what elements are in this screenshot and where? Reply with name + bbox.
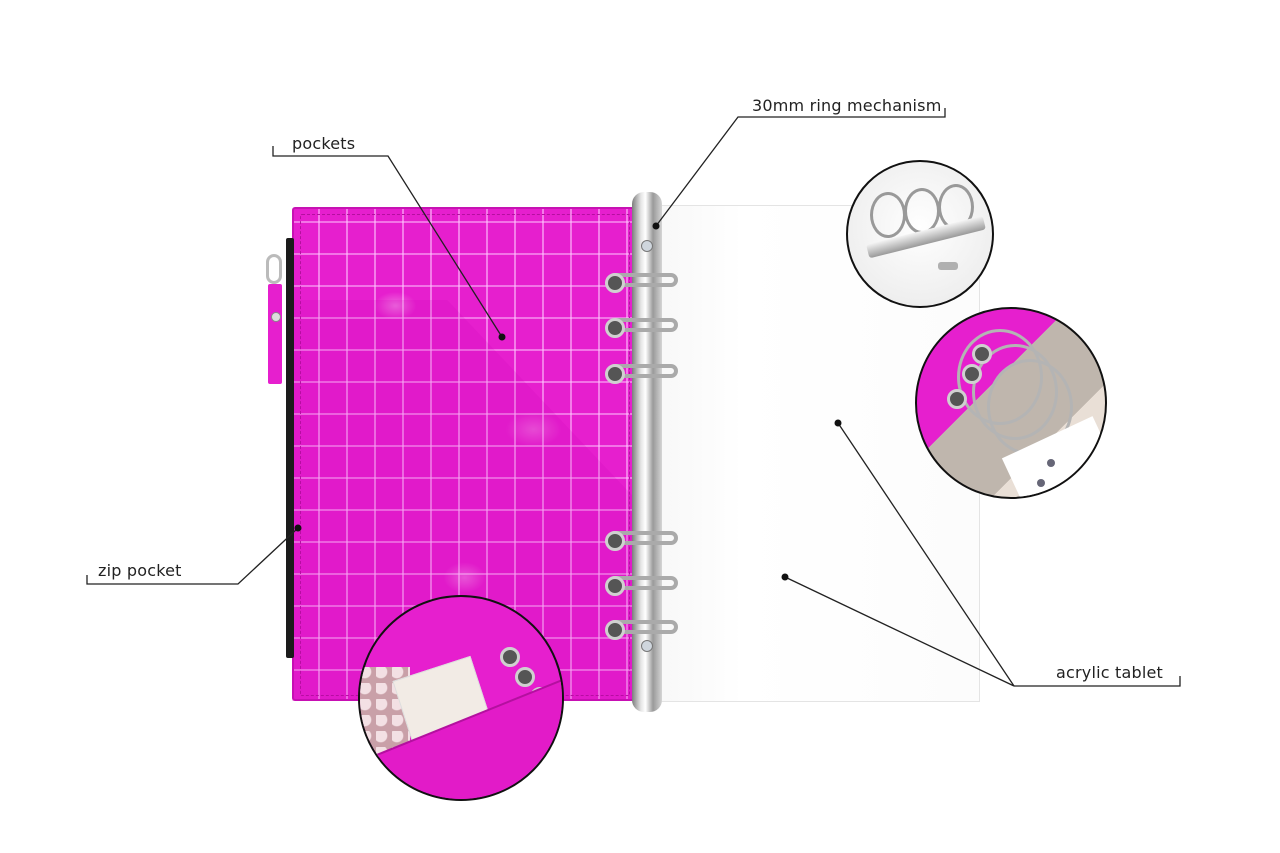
ring-mechanism-label: 30mm ring mechanism <box>752 96 942 115</box>
ring-mechanism-detail-circle <box>846 160 994 308</box>
eyelet-icon <box>605 364 625 384</box>
eyelet-icon <box>605 576 625 596</box>
eyelet-icon <box>947 389 967 409</box>
screw-icon <box>641 240 653 252</box>
zip-pocket-zipper <box>286 238 294 658</box>
eyelet-icon <box>962 364 982 384</box>
pockets-label: pockets <box>292 134 356 153</box>
ring-bar <box>632 192 662 712</box>
zip-pocket-label: zip pocket <box>98 561 182 580</box>
eyelet-icon <box>605 531 625 551</box>
eyelet-icon <box>605 318 625 338</box>
acrylic-tablet-label: acrylic tablet <box>1056 663 1164 682</box>
eyelet-icon <box>500 647 520 667</box>
zipper-pull-icon <box>264 254 286 384</box>
hole-icon <box>1037 479 1045 487</box>
rings-closeup-circle <box>915 307 1107 499</box>
pocket-closeup-circle <box>358 595 564 801</box>
eyelet-icon <box>972 344 992 364</box>
hole-icon <box>1047 459 1055 467</box>
eyelet-icon <box>605 273 625 293</box>
screw-icon <box>938 262 958 270</box>
eyelet-icon <box>605 620 625 640</box>
screw-icon <box>641 640 653 652</box>
eyelet-icon <box>515 667 535 687</box>
